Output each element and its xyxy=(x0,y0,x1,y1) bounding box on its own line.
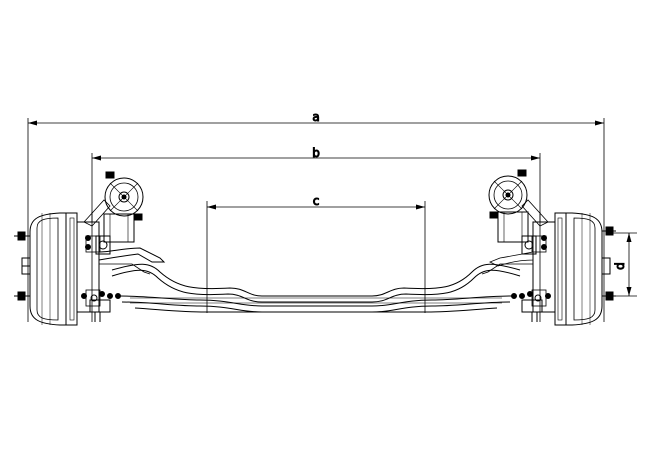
left-steering-arm xyxy=(98,247,166,275)
right-knuckle xyxy=(521,212,556,322)
dimension-b: b xyxy=(91,146,541,222)
dimension-label-d: d xyxy=(613,262,627,270)
right-wheel-stud-top xyxy=(602,226,616,236)
dimension-label-c: c xyxy=(313,194,320,208)
left-wheel-stud-bottom xyxy=(14,291,30,301)
right-wheel-stud-bottom xyxy=(602,291,616,301)
dimension-a: a xyxy=(27,110,605,322)
axle-beam xyxy=(111,263,521,313)
right-brake-chamber xyxy=(488,169,549,243)
left-brake-drum xyxy=(21,212,78,326)
left-brake-chamber xyxy=(83,171,144,243)
dimension-c: c xyxy=(206,194,426,313)
right-brake-drum xyxy=(554,212,611,326)
dimension-d: d xyxy=(606,232,637,297)
left-bolts xyxy=(81,235,121,299)
dimension-label-b: b xyxy=(312,146,320,160)
right-steering-arm xyxy=(481,251,534,275)
left-knuckle xyxy=(76,212,111,322)
right-bolts xyxy=(511,235,551,299)
dimension-label-a: a xyxy=(312,110,319,124)
left-wheel-stud-top xyxy=(14,231,30,241)
